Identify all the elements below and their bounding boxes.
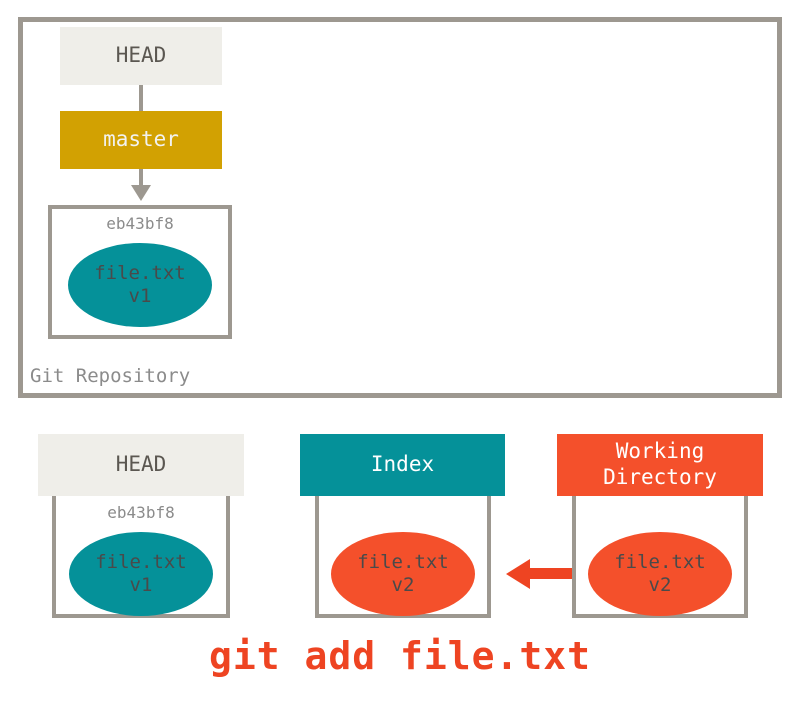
connector-master-to-commit bbox=[139, 169, 143, 189]
head-area-header[interactable]: HEAD bbox=[38, 434, 244, 496]
stage-arrow-shaft bbox=[530, 568, 572, 579]
index-area-blob-name: file.txt bbox=[357, 551, 449, 574]
head-area-sha: eb43bf8 bbox=[107, 503, 175, 522]
connector-head-to-master bbox=[139, 85, 143, 111]
head-area-blob: file.txt v1 bbox=[69, 532, 213, 616]
index-area-blob: file.txt v2 bbox=[331, 532, 475, 616]
index-area-header[interactable]: Index bbox=[300, 434, 505, 496]
working-directory-label-line1: Working bbox=[615, 439, 705, 464]
head-area-container bbox=[52, 496, 230, 618]
working-directory-blob-name: file.txt bbox=[614, 551, 706, 574]
working-directory-blob: file.txt v2 bbox=[588, 532, 732, 616]
working-directory-blob-version: v2 bbox=[648, 574, 672, 596]
repo-master-box[interactable]: master bbox=[60, 111, 222, 169]
repo-commit-box bbox=[48, 205, 232, 339]
command-caption: git add file.txt bbox=[208, 634, 592, 678]
stage-arrow-left-icon bbox=[506, 559, 530, 589]
working-directory-label-line2: Directory bbox=[603, 465, 717, 489]
git-repository-label: Git Repository bbox=[30, 365, 191, 387]
head-area-blob-version: v1 bbox=[129, 574, 153, 596]
index-area-container bbox=[315, 496, 491, 618]
working-directory-header[interactable]: Working Directory bbox=[557, 434, 763, 496]
head-area-blob-name: file.txt bbox=[95, 551, 187, 574]
repo-commit-blob: file.txt v1 bbox=[68, 243, 212, 327]
arrow-down-icon bbox=[131, 185, 151, 201]
repo-head-box[interactable]: HEAD bbox=[60, 27, 222, 85]
index-area-blob-version: v2 bbox=[391, 574, 415, 596]
git-repository-frame bbox=[18, 17, 782, 398]
working-directory-container bbox=[572, 496, 748, 618]
repo-commit-blob-name: file.txt bbox=[94, 262, 186, 285]
repo-commit-blob-version: v1 bbox=[128, 285, 152, 307]
repo-commit-sha: eb43bf8 bbox=[106, 214, 174, 233]
